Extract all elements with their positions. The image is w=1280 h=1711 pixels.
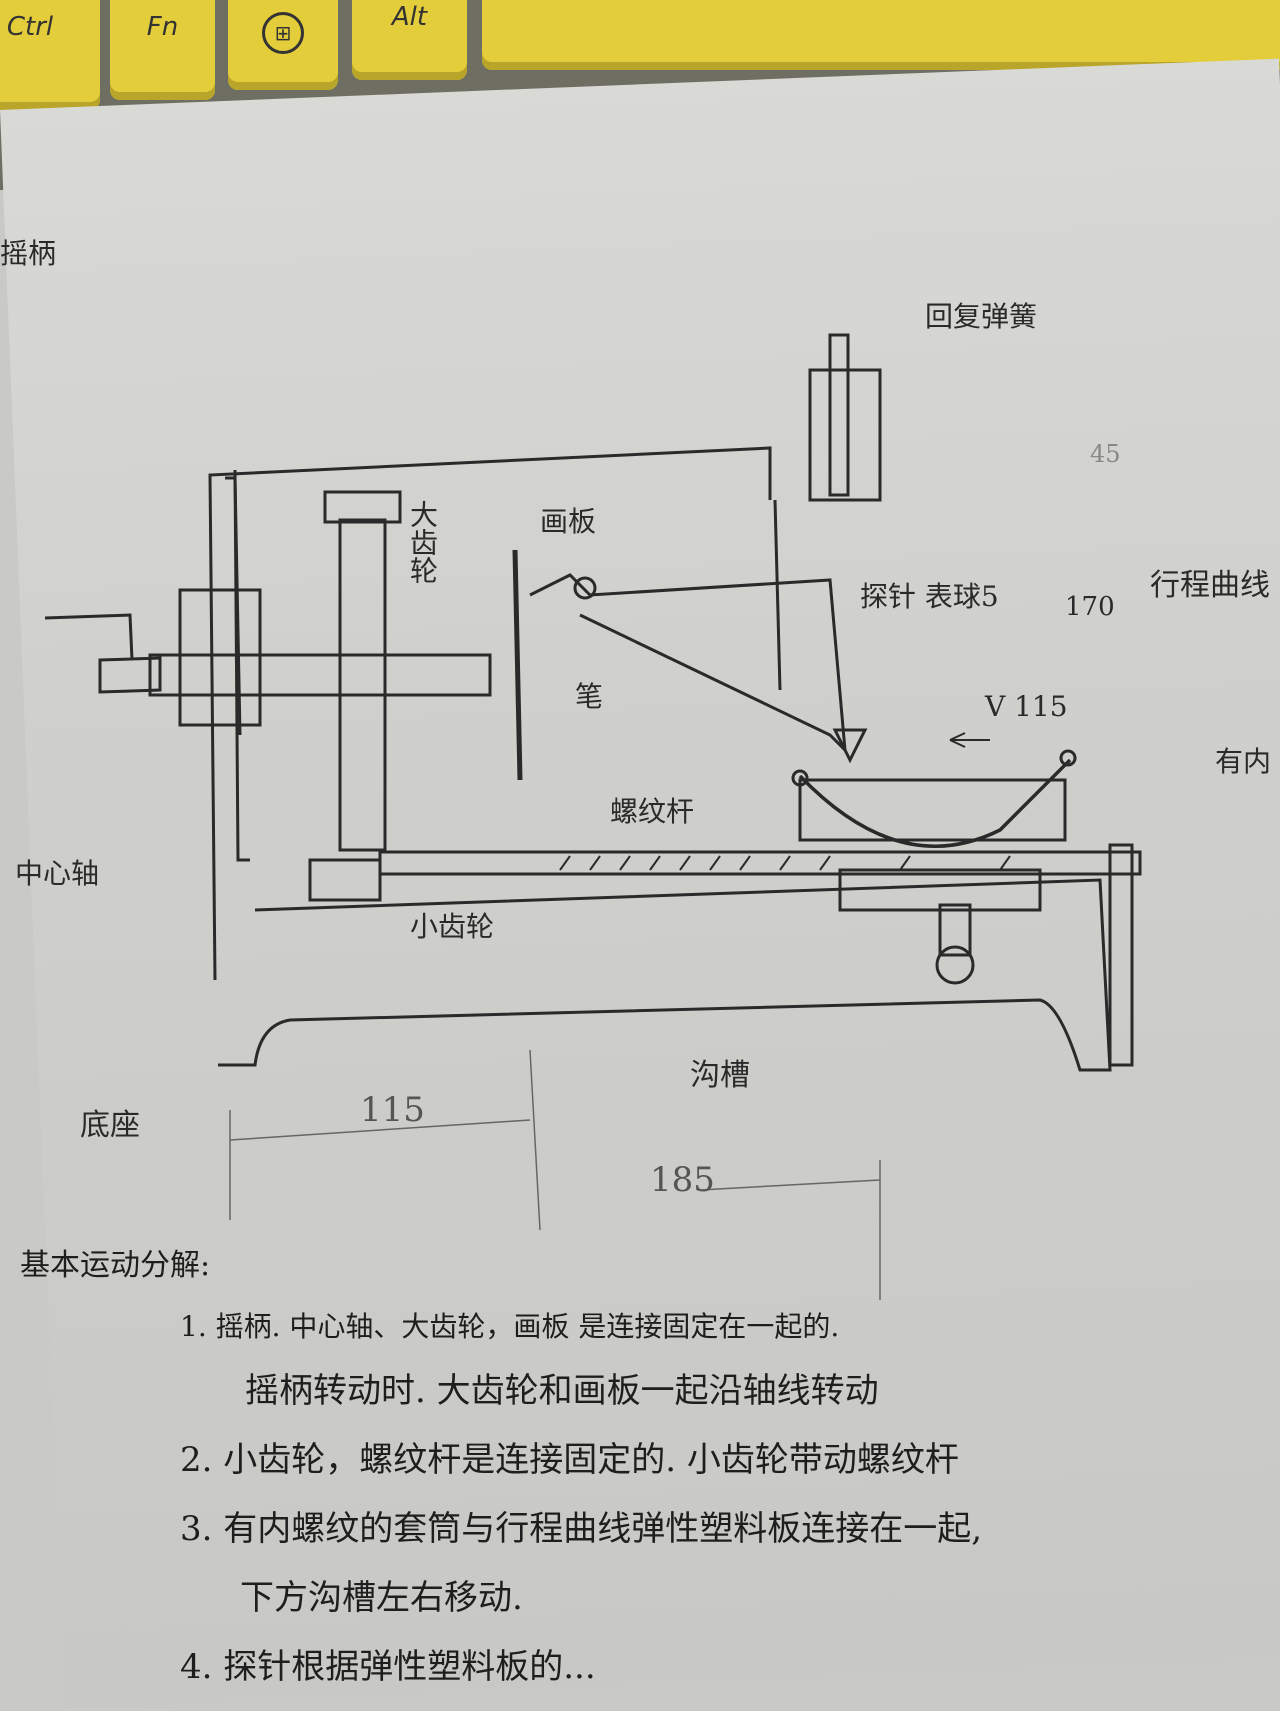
label-groove: 沟槽 [690,1058,750,1093]
spring-housing [808,368,882,502]
note-line: 2. 小齿轮，螺纹杆是连接固定的. 小齿轮带动螺纹杆 [180,1440,959,1480]
label-small-gear: 小齿轮 [410,910,495,943]
note-line: 4. 探针根据弹性塑料板的... [180,1647,596,1687]
big-gear [338,518,387,852]
key-alt: Alt [352,0,467,80]
spring-rod [828,333,850,497]
big-gear-top [323,490,402,524]
drawing-board [512,549,523,781]
right-post [1108,843,1134,1067]
small-gear [308,858,382,902]
label-screw-rod: 螺纹杆 [610,795,695,828]
pen-pivot [573,576,597,600]
label-dim-115: 115 [360,1090,425,1130]
label-velocity: V 115 [985,690,1068,723]
windows-logo-icon: ⊞ [262,12,304,54]
note-line: 摇柄转动时. 大齿轮和画板一起沿轴线转动 [245,1371,879,1411]
key-windows: ⊞ [228,0,338,90]
key-space [482,0,1280,70]
motion-notes: 基本运动分解: 1. 摇柄. 中心轴、大齿轮，画板 是连接固定在一起的. 摇柄转… [20,1240,982,1711]
notes-title: 基本运动分解: [20,1248,211,1283]
label-big-gear: 大齿轮 [406,500,439,584]
label-pen: 笔 [575,680,604,713]
handle [44,613,162,694]
note-line: 1. 摇柄. 中心轴、大齿轮，画板 是连接固定在一起的. [180,1310,840,1343]
label-base: 底座 [80,1108,140,1143]
base [218,878,1112,1072]
note-line: 3. 有内螺纹的套筒与行程曲线弹性塑料板连接在一起, [180,1509,983,1549]
label-dim-45: 45 [1090,440,1121,468]
label-drawing-board: 画板 [540,505,597,538]
label-probe: 探针 表球5 [860,580,999,613]
label-handle: 摇柄 [0,237,57,270]
probe [832,728,868,764]
stroke-curve [798,758,1072,848]
label-return-spring: 回复弹簧 [925,300,1038,333]
label-dim-185: 185 [650,1160,715,1200]
key-ctrl: Ctrl [0,0,100,110]
label-stroke-curve: 行程曲线 [1150,568,1270,603]
pen-arm [529,573,847,754]
key-fn: Fn [110,0,215,100]
label-inner-thread: 有内 [1215,745,1272,778]
note-line: 下方沟槽左右移动. [240,1578,523,1618]
center-shaft [148,653,492,697]
screw-thread [559,855,1011,871]
slider-block [798,778,1067,842]
center-shaft-housing [178,588,262,727]
label-center-shaft: 中心轴 [15,857,100,890]
label-dim-170: 170 [1065,592,1115,622]
frame-inner [225,476,242,736]
